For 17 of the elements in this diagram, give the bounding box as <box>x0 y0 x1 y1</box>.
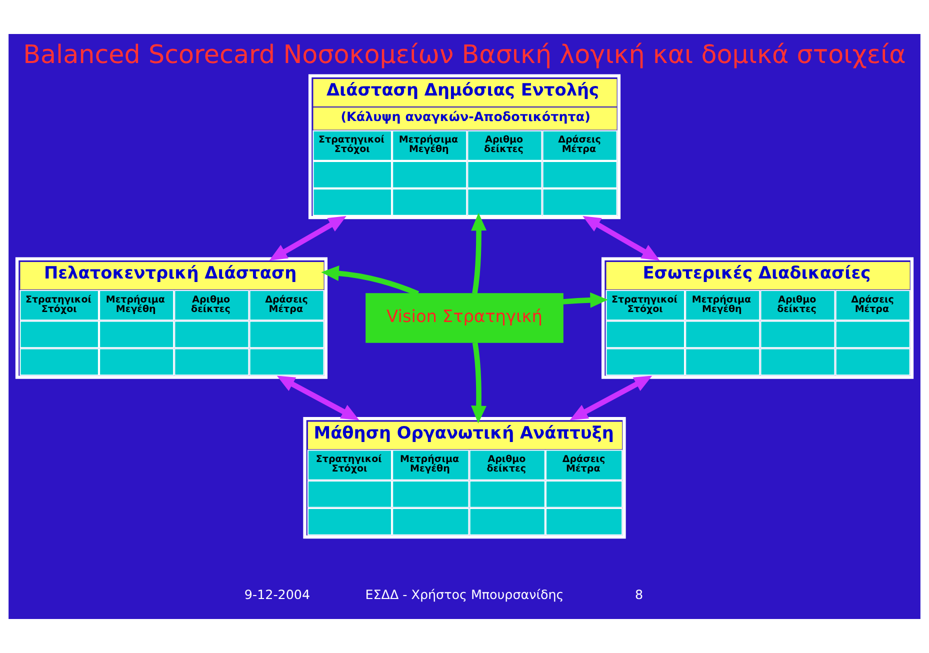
label: 9-12-2004 <box>244 587 310 602</box>
arrow <box>582 216 660 260</box>
arrow <box>570 376 652 420</box>
node-box: Διάσταση Δημόσιας Εντολής (Κάλυψη αναγκών-Αποδοτικότητα) Στρατηγικοί Στόχοι Μετρήσιμα Μεγέθη Αριθμο δείκτες Δράσεις Μέτρα <box>308 74 621 220</box>
arrow <box>562 292 608 308</box>
node-box: Vision Στρατηγική <box>366 293 564 343</box>
node-box: Μάθηση Οργανωτική Ανάπτυξη Στρατηγικοί Στόχοι Μετρήσιμα Μεγέθη Αριθμο δείκτες Δράσεις Μέτρα <box>303 416 626 539</box>
label: 8 <box>635 587 644 602</box>
arrow <box>276 376 360 420</box>
arrow <box>269 216 346 260</box>
arrow <box>321 266 420 296</box>
label: ΕΣΔΔ - Χρήστος Μπουρσανίδης <box>365 587 564 602</box>
arrow <box>471 212 487 294</box>
node-box: Πελατοκεντρική Διάσταση Στρατηγικοί Στόχοι Μετρήσιμα Μεγέθη Αριθμο δείκτες Δράσεις Μέτρα <box>15 257 328 379</box>
diagram-title: Balanced Scorecard Νοσοκομείων Βασική λογική και δομικά στοιχεία <box>23 38 906 69</box>
node-box: Εσωτερικές Διαδικασίες Στρατηγικοί Στόχοι Μετρήσιμα Μεγέθη Αριθμο δείκτες Δράσεις Μέτρα <box>602 257 914 379</box>
arrow <box>471 342 486 424</box>
